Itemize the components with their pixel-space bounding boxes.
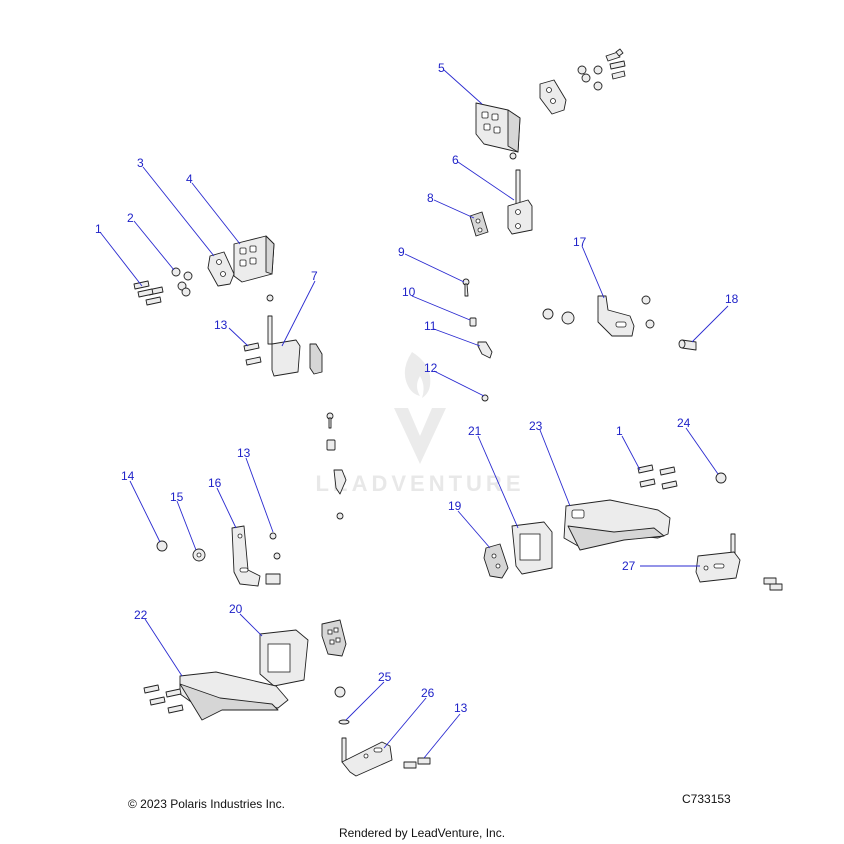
callout-3: 3 <box>137 156 144 170</box>
callout-13-lower: 13 <box>454 701 468 715</box>
part-22-bolts <box>143 684 184 714</box>
callout-23: 23 <box>529 419 543 433</box>
callout-18: 18 <box>725 292 739 306</box>
part-6-stud-bracket <box>507 152 533 235</box>
part-17-bracket <box>597 295 635 337</box>
callout-20: 20 <box>229 602 243 616</box>
part-26-stud-bracket <box>341 737 393 777</box>
part-19-plate <box>483 543 509 579</box>
part-13-bolts-mid <box>265 532 281 585</box>
callout-16: 16 <box>208 476 222 490</box>
callout-12: 12 <box>424 361 438 375</box>
callout-13-upper: 13 <box>214 318 228 332</box>
part-1-bolts-left <box>133 280 164 306</box>
part-3-plate <box>207 251 235 287</box>
part-10-spacer <box>469 317 477 327</box>
part-13-bolts-upper <box>243 342 262 366</box>
rendered-by-text: Rendered by LeadVenture, Inc. <box>338 826 506 840</box>
callout-17: 17 <box>573 235 587 249</box>
callout-6: 6 <box>452 153 459 167</box>
part-25-nut <box>334 686 350 725</box>
part-18-pin <box>678 339 697 351</box>
part-2-washers <box>171 267 193 297</box>
part-21-frame <box>511 521 553 575</box>
copyright-text: © 2023 Polaris Industries Inc. <box>128 797 285 811</box>
part-1-bolts-right <box>637 464 678 490</box>
callout-27: 27 <box>622 559 636 573</box>
part-5-mount-plate <box>475 102 521 153</box>
part-23-rail <box>563 499 671 551</box>
part-center-hardware <box>326 412 347 520</box>
callout-15: 15 <box>170 490 184 504</box>
callout-2: 2 <box>127 211 134 225</box>
callout-9: 9 <box>398 245 405 259</box>
part-7-stud-bracket <box>266 294 323 377</box>
callout-5: 5 <box>438 61 445 75</box>
callout-8: 8 <box>427 191 434 205</box>
part-4-plate <box>233 235 275 283</box>
callout-1: 1 <box>95 222 102 236</box>
part-8-clip <box>469 211 489 237</box>
figure-id: C733153 <box>682 792 731 806</box>
part-5-hardware <box>577 48 626 91</box>
part-9-screw <box>462 278 470 297</box>
callout-1-right: 1 <box>616 424 623 438</box>
part-13-bolts-lower <box>403 757 431 769</box>
callout-22: 22 <box>134 608 148 622</box>
callout-19: 19 <box>448 499 462 513</box>
callout-24: 24 <box>677 416 691 430</box>
part-11-bracket <box>477 341 493 359</box>
callout-26: 26 <box>421 686 435 700</box>
part-15-washer <box>192 548 206 562</box>
part-24-nut <box>715 472 727 484</box>
callout-25: 25 <box>378 670 392 684</box>
leader-lines <box>99 69 729 759</box>
part-20-plate <box>321 619 347 657</box>
watermark-text: LEADVENTURE <box>315 471 524 496</box>
part-20-frame <box>259 629 309 687</box>
callout-labels: 1 2 3 4 5 6 7 8 9 10 11 12 13 14 15 16 1… <box>95 61 739 715</box>
part-14-nut <box>156 540 168 552</box>
watermark-logo: LEADVENTURE <box>315 352 524 496</box>
part-5-bracket-small <box>539 79 567 115</box>
callout-7: 7 <box>311 269 318 283</box>
callout-14: 14 <box>121 469 135 483</box>
part-12-nut <box>481 394 489 402</box>
callout-13-mid: 13 <box>237 446 251 460</box>
callout-21: 21 <box>468 424 482 438</box>
part-17-hardware <box>542 295 655 329</box>
part-16-bracket <box>231 525 261 587</box>
callout-4: 4 <box>186 172 193 186</box>
part-13-bolts-right <box>763 577 783 591</box>
callout-11: 11 <box>424 319 437 333</box>
callout-10: 10 <box>402 285 416 299</box>
part-27-stud-bracket <box>695 533 741 583</box>
part-22-rail <box>179 671 289 721</box>
